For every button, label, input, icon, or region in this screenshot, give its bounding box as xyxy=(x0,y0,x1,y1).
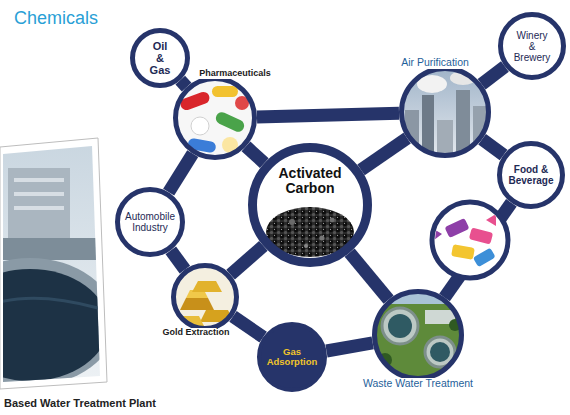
capsule xyxy=(212,86,238,97)
water-ripple xyxy=(0,298,98,308)
smoke xyxy=(417,75,447,93)
gold-bar xyxy=(192,281,222,292)
city-photo xyxy=(400,67,491,160)
candy-photo xyxy=(432,202,508,278)
gold-bar xyxy=(176,316,204,326)
center-ground xyxy=(250,145,370,265)
capsule xyxy=(214,110,246,134)
photo-ground xyxy=(172,264,238,330)
tank-rim xyxy=(0,258,116,386)
gold-photo xyxy=(172,264,238,330)
capsule xyxy=(187,138,216,154)
brand-text: Chemicals xyxy=(14,9,98,29)
network-band xyxy=(171,250,185,269)
photo-circle: Pharmaceuticals xyxy=(173,76,257,160)
tower xyxy=(405,110,419,160)
pond-water xyxy=(430,342,450,362)
pond-water xyxy=(388,314,412,338)
pills-photo xyxy=(170,73,260,163)
gold-bar xyxy=(200,310,234,322)
candy xyxy=(444,218,469,238)
network-band xyxy=(482,67,505,85)
smoke xyxy=(450,71,476,85)
circle-label: Pharmaceuticals xyxy=(196,69,274,79)
photo-circle: Waste Water Treatment xyxy=(372,289,464,381)
tablet xyxy=(235,96,249,110)
tank-water xyxy=(0,269,108,381)
node-label: Gas Adsorption xyxy=(265,347,319,368)
plant-picture xyxy=(0,140,116,390)
industry-circle: Food & Beverage xyxy=(497,141,565,209)
tablet xyxy=(222,137,238,153)
gold-bar xyxy=(180,298,214,310)
industry-circle: Winery & Brewery xyxy=(498,12,566,80)
building xyxy=(8,168,70,238)
candy xyxy=(451,244,475,260)
center-circle: Activated Carbon xyxy=(248,143,372,267)
network-band xyxy=(326,343,372,351)
network-band xyxy=(482,139,503,155)
photo-ground xyxy=(370,290,465,385)
photo-circle: Gold Extraction xyxy=(171,263,239,331)
node-label: Oil & Gas xyxy=(149,40,171,76)
network-band xyxy=(257,113,399,117)
photo-ground xyxy=(170,73,260,163)
candy xyxy=(473,248,496,268)
granule xyxy=(304,244,308,248)
network-band xyxy=(233,316,263,337)
circle-label: Waste Water Treatment xyxy=(360,378,476,390)
node-label: Automobile Industry xyxy=(124,211,176,233)
candy-wrap xyxy=(486,214,496,226)
plant-photo xyxy=(0,138,116,390)
window-row xyxy=(14,206,64,210)
tower xyxy=(456,90,470,160)
network-band xyxy=(350,253,389,300)
tablet xyxy=(191,117,209,135)
circle-label: Air Purification xyxy=(398,57,472,69)
node-label: Winery & Brewery xyxy=(512,30,552,63)
window-row xyxy=(14,178,64,182)
network-band xyxy=(231,246,264,275)
candy-wrap xyxy=(432,228,442,240)
circle-label: Gold Extraction xyxy=(159,328,232,338)
network-band xyxy=(361,138,407,170)
photo-caption: Based Water Treatment Plant xyxy=(4,397,156,409)
node-label: Activated Carbon xyxy=(262,166,358,197)
photo-ring xyxy=(432,202,508,278)
application-circle: Gas Adsorption xyxy=(257,322,327,392)
candy xyxy=(469,227,493,244)
node-label: Food & Beverage xyxy=(508,164,554,186)
pond xyxy=(382,308,418,344)
network-band xyxy=(180,80,186,87)
industry-circle: Automobile Industry xyxy=(115,187,185,257)
tree xyxy=(378,353,392,367)
window-row xyxy=(14,192,64,196)
carbon-granules xyxy=(250,145,370,265)
capsule xyxy=(179,90,211,112)
tower xyxy=(422,95,434,160)
network-band xyxy=(169,154,193,193)
industry-circle: Oil & Gas xyxy=(130,28,190,88)
photo-circle: Air Purification xyxy=(399,66,491,158)
pond xyxy=(425,337,455,367)
granule xyxy=(289,219,295,225)
granule xyxy=(330,218,335,223)
granule xyxy=(320,236,325,241)
network-band xyxy=(246,146,264,163)
water-plant-photo xyxy=(370,290,467,385)
wall xyxy=(0,238,110,260)
granule-pile xyxy=(266,207,354,257)
